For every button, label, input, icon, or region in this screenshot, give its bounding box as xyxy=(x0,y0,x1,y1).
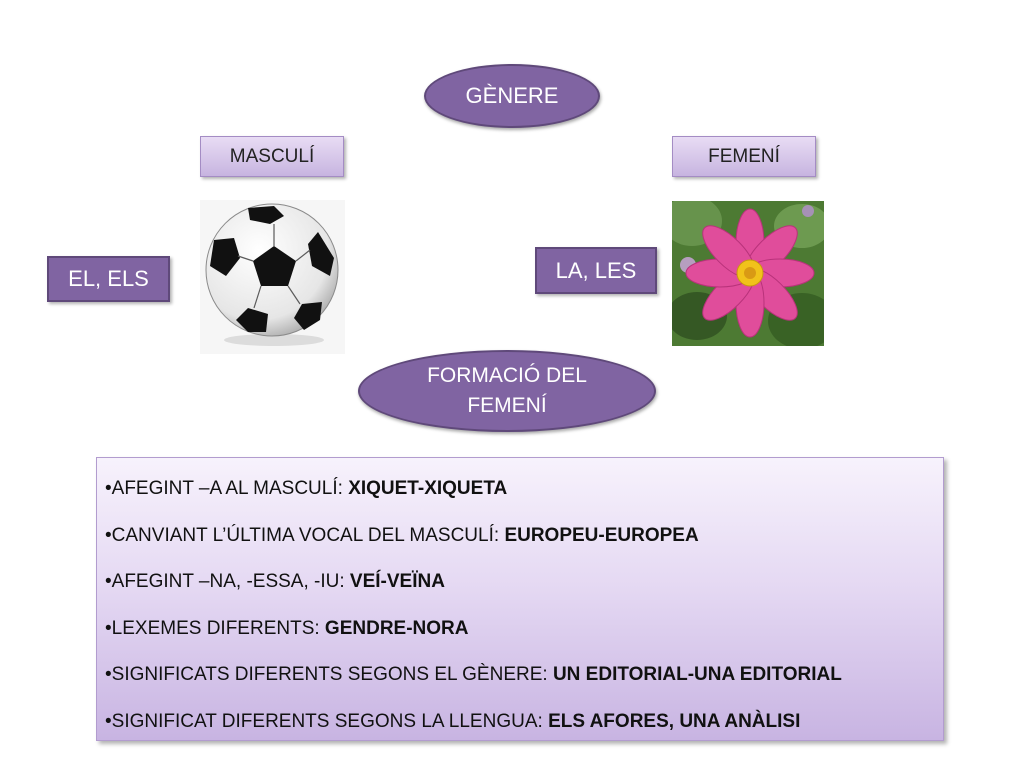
masculi-articles-box: EL, ELS xyxy=(47,256,170,302)
masculi-label-box: MASCULÍ xyxy=(200,136,344,177)
rule-example: EUROPEU-EUROPEA xyxy=(504,524,699,546)
soccer-ball-image xyxy=(200,200,345,354)
rule-example: XIQUET-XIQUETA xyxy=(348,478,508,499)
genere-title: GÈNERE xyxy=(465,83,559,108)
rule-text: •AFEGINT –A AL MASCULÍ: xyxy=(105,478,349,499)
rule-text: •AFEGINT –NA, -ESSA, -IU: xyxy=(105,571,350,592)
rule-item: •CANVIANT L’ÚLTIMA VOCAL DEL MASCULÍ: EU… xyxy=(105,523,943,570)
rule-example: GENDRE-NORA xyxy=(324,617,469,639)
rule-text: •SIGNIFICATS DIFERENTS SEGONS EL GÈNERE: xyxy=(105,664,553,685)
femeni-articles: LA, LES xyxy=(555,257,637,283)
rule-item: •AFEGINT –A AL MASCULÍ: XIQUET-XIQUETA xyxy=(105,476,943,523)
rule-example: ELS AFORES, UNA ANÀLISI xyxy=(548,710,801,732)
rule-text: •SIGNIFICAT DIFERENTS SEGONS LA LLENGUA: xyxy=(105,710,549,732)
genere-oval: GÈNERE xyxy=(424,64,600,128)
rule-text: •LEXEMES DIFERENTS: xyxy=(105,617,325,639)
formacio-oval: FORMACIÓ DEL FEMENÍ xyxy=(358,350,656,432)
femeni-articles-box: LA, LES xyxy=(535,247,657,294)
rule-example: VEÍ-VEÏNA xyxy=(349,571,445,592)
formacio-title-line2: FEMENÍ xyxy=(467,394,547,417)
masculi-label: MASCULÍ xyxy=(229,145,315,167)
femeni-label: FEMENÍ xyxy=(708,145,780,167)
formacio-title-line1: FORMACIÓ DEL xyxy=(427,364,587,387)
masculi-articles: EL, ELS xyxy=(68,266,149,291)
rule-item: •SIGNIFICATS DIFERENTS SEGONS EL GÈNERE:… xyxy=(105,662,943,709)
rule-item: •SIGNIFICAT DIFERENTS SEGONS LA LLENGUA:… xyxy=(105,709,943,756)
rule-text: •CANVIANT L’ÚLTIMA VOCAL DEL MASCULÍ: xyxy=(105,524,505,546)
formation-rules-list: •AFEGINT –A AL MASCULÍ: XIQUET-XIQUETA •… xyxy=(96,457,944,741)
cosmos-flower-icon xyxy=(672,201,824,346)
flower-image xyxy=(672,201,824,346)
soccer-ball-icon xyxy=(205,203,339,346)
femeni-label-box: FEMENÍ xyxy=(672,136,816,177)
rule-example: UN EDITORIAL-UNA EDITORIAL xyxy=(552,664,842,685)
rule-item: •LEXEMES DIFERENTS: GENDRE-NORA xyxy=(105,616,943,663)
rule-item: •AFEGINT –NA, -ESSA, -IU: VEÍ-VEÏNA xyxy=(105,569,943,616)
